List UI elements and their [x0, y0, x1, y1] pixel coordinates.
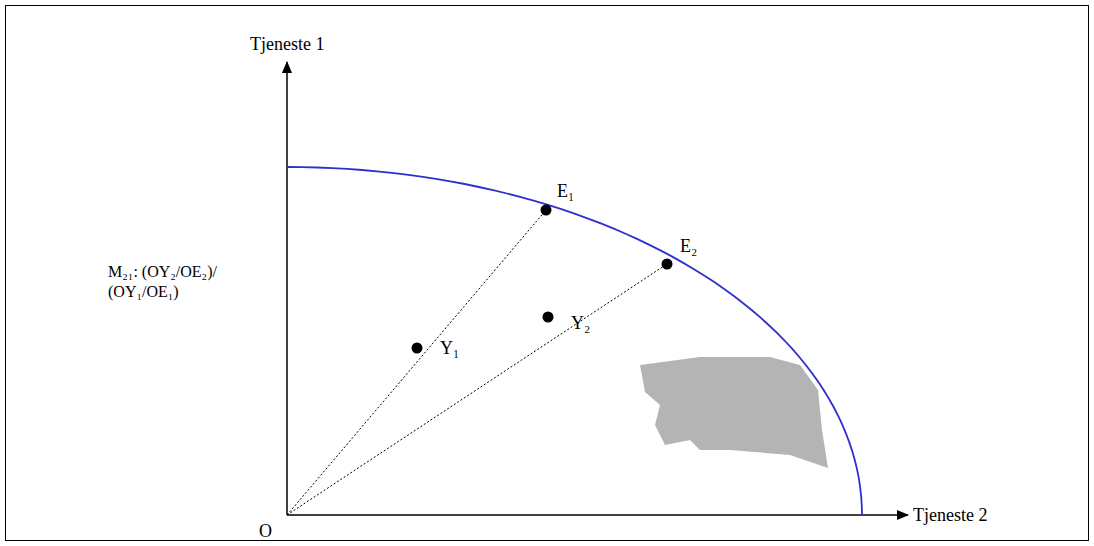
origin-label: O — [259, 520, 272, 543]
point-label: E₁ — [557, 180, 574, 203]
point-y2 — [543, 312, 554, 323]
ray-e2 — [287, 264, 667, 515]
point-label: E₂ — [680, 235, 697, 258]
y-axis — [286, 62, 288, 515]
point-e1 — [541, 205, 552, 216]
frontier-curve — [287, 167, 862, 515]
point-label: Y₂ — [571, 312, 590, 335]
point-y1 — [412, 343, 423, 354]
point-e2 — [662, 259, 673, 270]
frame — [6, 6, 1089, 541]
point-label: Y₁ — [440, 337, 459, 360]
formula-note: M₂₁: (OY₂/OE₂)/ (OY₁/OE₁) — [108, 262, 258, 302]
ray-e1 — [287, 210, 546, 515]
axis-label: Tjeneste 1 — [250, 33, 324, 56]
x-axis — [287, 514, 908, 516]
grey-region — [640, 357, 828, 468]
axis-label: Tjeneste 2 — [913, 504, 987, 527]
